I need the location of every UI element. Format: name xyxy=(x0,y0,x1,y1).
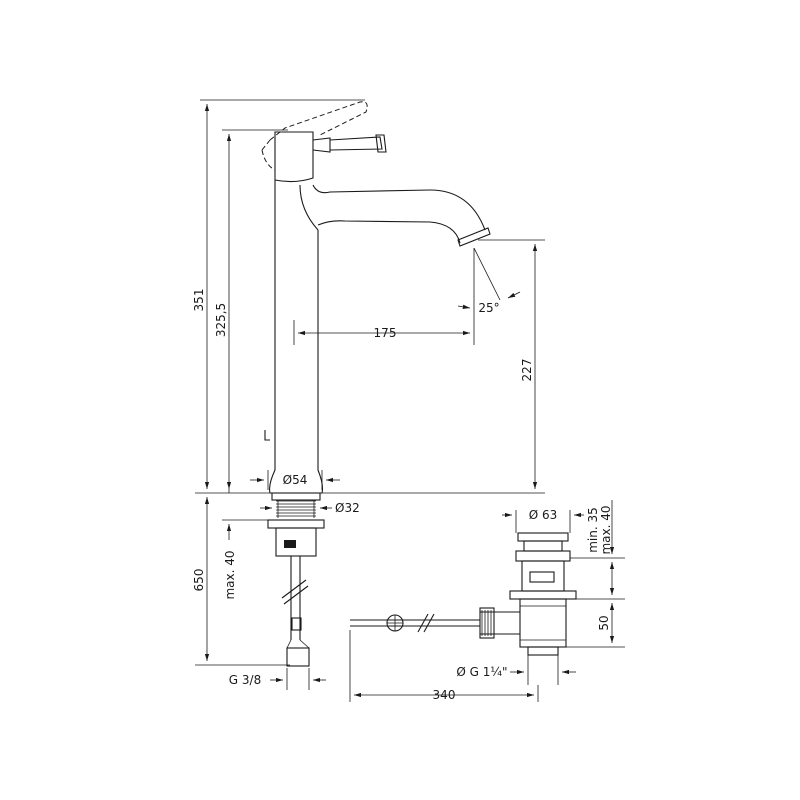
dim-min-thickness: min. 35 xyxy=(586,507,600,553)
dimension-labels: 351 325,5 175 25° 227 Ø54 Ø32 650 max. 4… xyxy=(192,289,613,702)
dim-connection: G 3/8 xyxy=(229,673,261,687)
dim-waste-thread: Ø G 1¼" xyxy=(456,665,507,679)
dim-waste-diameter: Ø 63 xyxy=(529,508,558,522)
dim-spout-angle: 25° xyxy=(478,301,499,315)
dim-total-height: 351 xyxy=(192,289,206,312)
dim-spout-reach: 175 xyxy=(374,326,397,340)
dim-base-diameter: Ø54 xyxy=(283,473,308,487)
dim-body-height: 325,5 xyxy=(214,303,228,337)
dim-max-thickness: max. 40 xyxy=(599,505,613,554)
waste-assembly xyxy=(350,532,577,656)
faucet-body xyxy=(261,101,491,494)
dim-waste-height: 50 xyxy=(597,615,611,630)
dim-waste-length: 340 xyxy=(433,688,456,702)
dim-hose-length: 650 xyxy=(192,569,206,592)
dim-shank-diameter: Ø32 xyxy=(335,501,360,515)
dim-spout-clearance: 227 xyxy=(520,359,534,382)
dimension-lines xyxy=(195,99,625,702)
dim-max-counter: max. 40 xyxy=(223,550,237,599)
shank-assembly xyxy=(267,492,325,667)
